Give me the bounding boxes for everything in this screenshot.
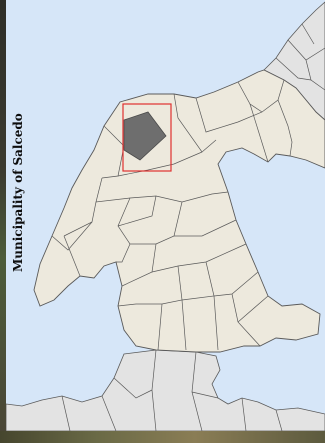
locator-box [122, 103, 172, 172]
map-title: Municipality of Salcedo [11, 113, 25, 272]
main-landmass [33, 69, 325, 353]
locator-map [6, 0, 325, 431]
municipal-boundaries [51, 79, 293, 351]
south-neighbor-land [6, 349, 325, 431]
background-edge-bottom [0, 431, 325, 443]
background-edge-left [0, 0, 6, 431]
map-canvas [6, 0, 325, 431]
highlighted-municipality [123, 111, 167, 161]
